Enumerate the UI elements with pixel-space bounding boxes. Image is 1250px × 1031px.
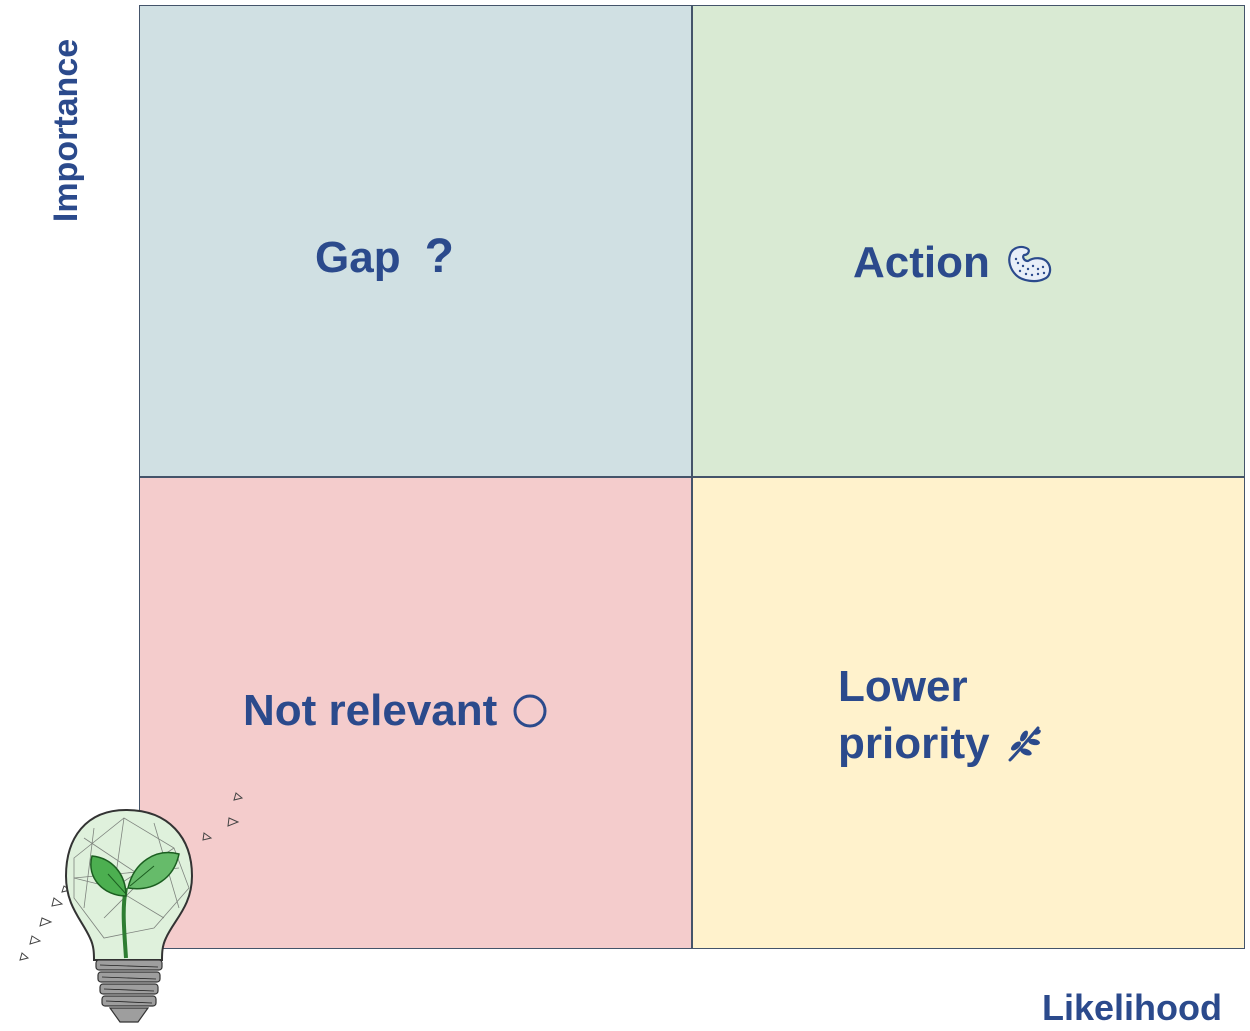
quadrant-lower-priority-label: Lower priority [838,658,1044,772]
herb-icon [1008,726,1041,762]
quadrant-gap-label: Gap ? [315,226,454,288]
quadrant-gap: Gap ? [139,5,692,477]
y-axis-label: Importance [47,38,86,222]
quadrant-not-relevant-label: Not relevant [243,682,549,739]
question-mark-icon: ? [424,230,454,283]
quadrant-action: Action [692,5,1245,477]
lightbulb-plant-icon [19,792,244,1023]
quadrant-matrix: Gap ? Action Not relevant [139,5,1245,949]
quadrant-not-relevant: Not relevant [139,477,692,949]
flexed-biceps-icon [1008,245,1052,282]
circle-icon [513,694,547,728]
quadrant-action-label: Action [853,234,1054,291]
quadrant-lower-priority: Lower priority [692,477,1245,949]
x-axis-label: Likelihood [1042,987,1222,1028]
